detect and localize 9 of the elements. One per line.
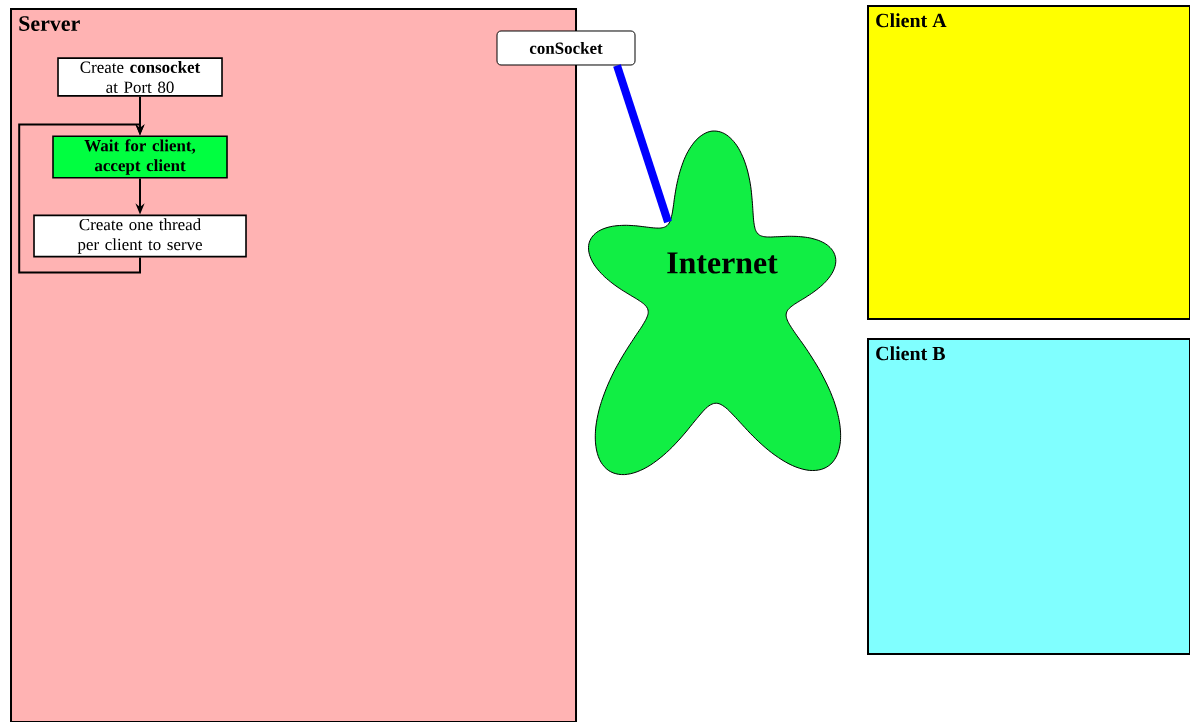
process-box: Create consocket at Port 80 (57, 57, 223, 97)
internet-cloud: Internet (588, 130, 842, 476)
arrow (18, 123, 145, 274)
connector (613, 64, 672, 224)
process-box: Wait for client, accept client (52, 135, 228, 179)
client-panel: Client B (867, 338, 1190, 655)
client-panel: Client A (867, 5, 1190, 320)
socket-label: conSocket (496, 30, 636, 66)
process-box: Create one thread per client to serve (33, 214, 247, 258)
